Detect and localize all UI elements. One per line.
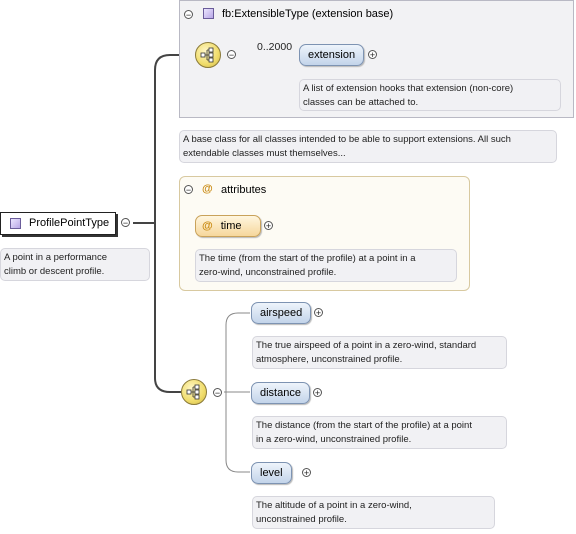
collapse-icon[interactable]: −	[227, 50, 236, 60]
expand-icon[interactable]: +	[264, 221, 273, 231]
collapse-icon[interactable]: −	[184, 10, 193, 20]
annotation-line: A point in a performance	[4, 252, 107, 263]
expand-icon[interactable]: +	[368, 50, 377, 60]
collapse-icon[interactable]: −	[213, 388, 222, 398]
root-type-profile-point[interactable]: ProfilePointType	[0, 212, 116, 235]
annotation-line: A base class for all classes intended to…	[183, 134, 511, 145]
annotation-line: climb or descent profile.	[4, 266, 105, 277]
expand-icon[interactable]: +	[314, 308, 323, 318]
element-distance[interactable]: distance	[251, 382, 310, 404]
collapse-icon[interactable]: −	[121, 218, 130, 228]
sequence-compositor-icon[interactable]	[195, 42, 221, 68]
level-annotation: The altitude of a point in a zero-wind, …	[252, 496, 495, 529]
element-level[interactable]: level	[251, 462, 292, 484]
extension-base-annotation: A base class for all classes intended to…	[179, 130, 557, 163]
annotation-line: A list of extension hooks that extension…	[303, 83, 514, 94]
element-extension[interactable]: extension	[299, 44, 365, 66]
annotation-line: The distance (from the start of the prof…	[256, 420, 472, 431]
attribute-at-icon: @	[202, 183, 213, 195]
attribute-name: time	[220, 220, 242, 232]
distance-annotation: The distance (from the start of the prof…	[252, 416, 507, 449]
expand-icon[interactable]: +	[302, 468, 311, 478]
expand-icon[interactable]: +	[313, 388, 322, 398]
annotation-line: extendable classes must themselves...	[183, 148, 346, 159]
cardinality-label: 0..2000	[257, 41, 293, 53]
time-annotation: The time (from the start of the profile)…	[195, 249, 457, 282]
root-type-name: ProfilePointType	[29, 217, 110, 229]
annotation-line: The true airspeed of a point in a zero-w…	[256, 340, 477, 351]
complex-type-icon	[203, 8, 214, 19]
collapse-icon[interactable]: −	[184, 185, 193, 195]
annotation-line: The time (from the start of the profile)…	[199, 253, 416, 264]
annotation-line: in a zero-wind, unconstrained profile.	[256, 434, 412, 445]
annotation-line: classes can be attached to.	[303, 97, 419, 108]
complex-type-icon	[10, 217, 21, 229]
attributes-title: attributes	[221, 184, 267, 196]
annotation-line: unconstrained profile.	[256, 514, 347, 525]
sequence-compositor-icon[interactable]	[181, 379, 207, 405]
airspeed-annotation: The true airspeed of a point in a zero-w…	[252, 336, 507, 369]
root-annotation: A point in a performance climb or descen…	[0, 248, 150, 281]
attribute-at-icon: @	[202, 220, 213, 232]
element-airspeed[interactable]: airspeed	[251, 302, 312, 324]
attribute-time[interactable]: @ time	[195, 215, 261, 237]
annotation-line: The altitude of a point in a zero-wind,	[256, 500, 412, 511]
annotation-line: zero-wind, unconstrained profile.	[199, 267, 337, 278]
extension-annotation: A list of extension hooks that extension…	[299, 79, 561, 111]
annotation-line: atmosphere, unconstrained profile.	[256, 354, 403, 365]
extension-base-title: fb:ExtensibleType (extension base)	[222, 8, 394, 20]
